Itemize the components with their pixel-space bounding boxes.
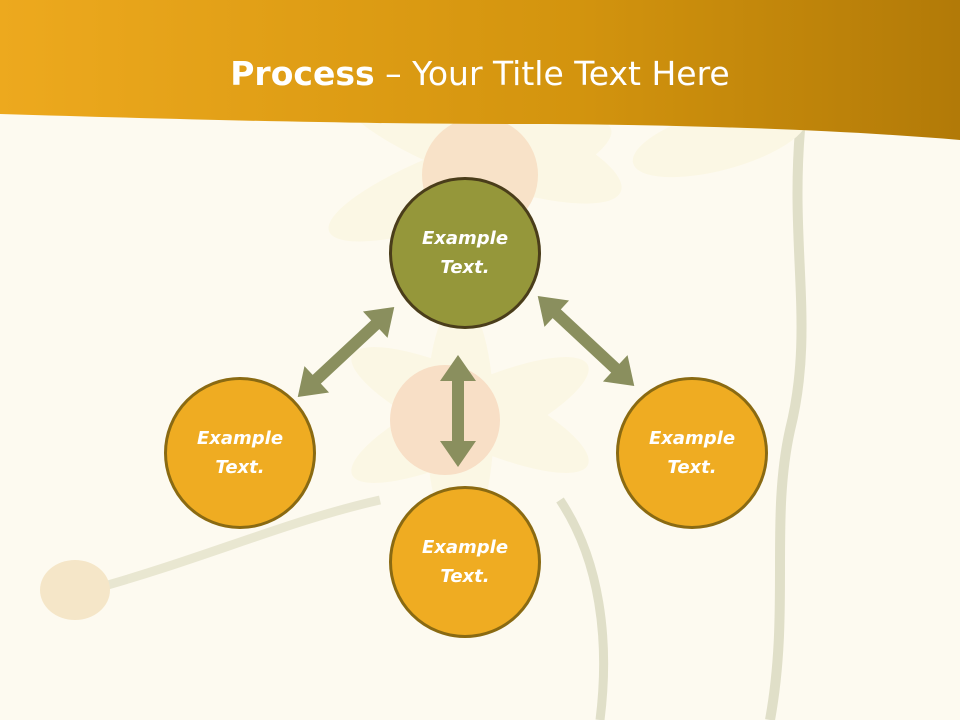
center-node: Example Text. bbox=[389, 177, 541, 329]
center-node-text: Example Text. bbox=[421, 228, 509, 278]
bottom-node: Example Text. bbox=[389, 486, 541, 638]
title-rest: – Your Title Text Here bbox=[374, 54, 730, 93]
title-bold: Process bbox=[230, 54, 375, 93]
left-node: Example Text. bbox=[164, 377, 316, 529]
header-band bbox=[0, 0, 960, 140]
left-node-text: Example Text. bbox=[196, 428, 284, 478]
right-node: Example Text. bbox=[616, 377, 768, 529]
arrow-bottom-center bbox=[440, 355, 476, 467]
arrow-left-center bbox=[297, 306, 395, 398]
arrow-right-center bbox=[537, 295, 635, 387]
bottom-node-text: Example Text. bbox=[421, 537, 509, 587]
slide-title: Process – Your Title Text Here bbox=[0, 52, 960, 96]
right-node-text: Example Text. bbox=[648, 428, 736, 478]
